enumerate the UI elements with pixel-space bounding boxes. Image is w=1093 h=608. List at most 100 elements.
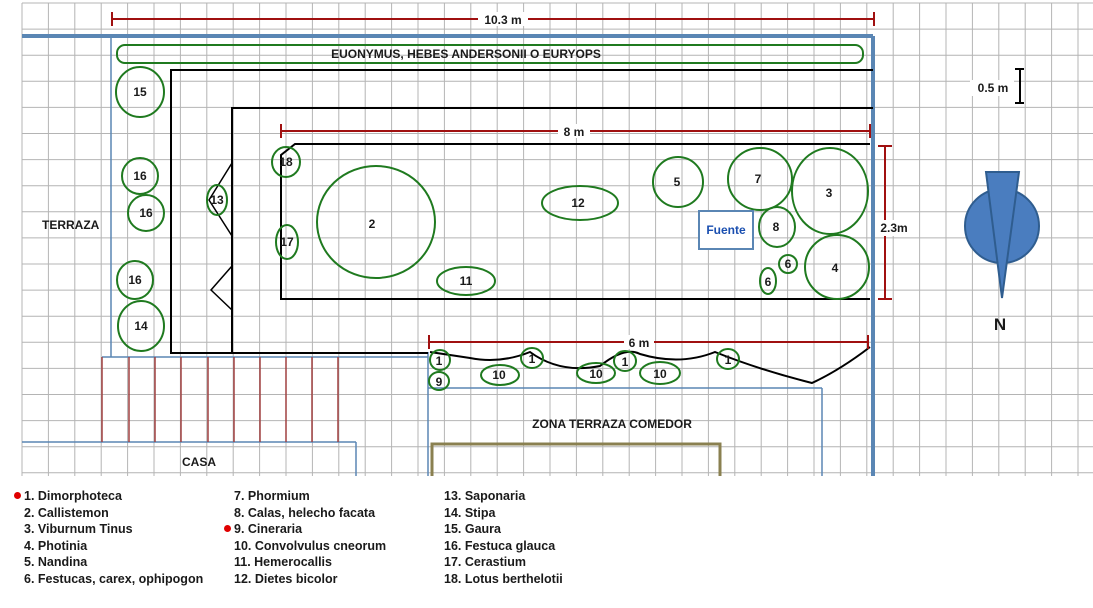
plant-label-2: 2 <box>369 217 376 231</box>
plant-label-12: 12 <box>571 196 585 210</box>
zone-labels: TERRAZA CASA ZONA TERRAZA COMEDOR <box>42 218 692 469</box>
legend-item: 17. Cerastium <box>444 555 526 569</box>
plant-1-a <box>429 349 451 371</box>
plant-label-1-d: 1 <box>725 353 732 367</box>
plant-label-13: 13 <box>210 193 224 207</box>
legend-item: 1. Dimorphoteca <box>14 488 203 505</box>
legend-item: 15. Gaura <box>444 522 501 536</box>
plant-12 <box>541 185 619 221</box>
plant-18 <box>271 146 301 178</box>
plant-label-8: 8 <box>773 220 780 234</box>
plant-label-15: 15 <box>133 85 147 99</box>
depth-label: 2.3m <box>880 221 907 235</box>
plant-10-b <box>576 362 616 384</box>
plant-10-c <box>639 361 681 385</box>
legend-item: 18. Lotus berthelotii <box>444 571 563 586</box>
legend-item: 14. Stipa <box>444 505 496 520</box>
plants: 15 16 16 16 14 13 18 17 2 11 12 5 7 3 8 … <box>115 66 870 391</box>
plant-label-6-b: 6 <box>765 275 772 289</box>
fountain-label: Fuente <box>706 223 746 237</box>
legend-item: 10. Convolvulus cneorum <box>234 538 387 553</box>
plant-5 <box>652 156 704 208</box>
planting-beds <box>170 69 873 385</box>
plant-label-17: 17 <box>280 235 294 249</box>
legend-col-1: 1. Dimorphoteca 2. Callistemon 3. Viburn… <box>14 488 204 587</box>
plant-2 <box>316 165 436 279</box>
hedge: EUONYMUS, HEBES ANDERSONII O EURYOPS <box>116 44 864 64</box>
plant-label-9: 9 <box>436 375 443 389</box>
plant-17 <box>275 224 299 260</box>
scale-label: 0.5 m <box>978 81 1009 95</box>
plant-label-14: 14 <box>134 319 148 333</box>
inner-width-label: 8 m <box>564 125 585 139</box>
garden-plan: EUONYMUS, HEBES ANDERSONII O EURYOPS 15 … <box>21 2 1093 476</box>
north-arrow <box>984 171 1021 299</box>
plant-label-3: 3 <box>826 186 833 200</box>
fountain: Fuente <box>698 210 754 250</box>
plant-4 <box>804 234 870 300</box>
legend-item: 12. Dietes bicolor <box>234 571 338 586</box>
red-marker-icon <box>224 525 231 532</box>
legend-item: 7. Phormium <box>234 489 310 503</box>
legend-item: 16. Festuca glauca <box>444 538 556 553</box>
deck-stairs <box>101 356 428 442</box>
plant-1-b <box>520 347 544 369</box>
scale-bar: 0.5 m <box>970 68 1024 104</box>
plant-16-a <box>121 157 159 195</box>
plant-10-a <box>480 364 520 386</box>
plant-6-b <box>759 267 777 295</box>
legend-item: 11. Hemerocallis <box>234 555 332 569</box>
plant-label-11: 11 <box>460 274 473 288</box>
plant-8 <box>758 206 796 248</box>
front-bed-edge <box>429 346 871 385</box>
plant-label-1-a: 1 <box>436 354 443 368</box>
legend-item: 8. Calas, helecho facata <box>234 505 376 520</box>
plant-label-5: 5 <box>674 175 681 189</box>
plant-label-10-b: 10 <box>589 367 603 381</box>
plant-3 <box>791 147 869 235</box>
red-marker-icon <box>14 492 21 499</box>
plant-label-10-c: 10 <box>653 367 667 381</box>
plant-label-7: 7 <box>755 172 762 186</box>
legend-item: 2. Callistemon <box>24 505 109 520</box>
plant-label-16-b: 16 <box>139 206 153 220</box>
legend-col-3: 13. Saponaria 14. Stipa 15. Gaura 16. Fe… <box>444 488 563 587</box>
plant-label-18: 18 <box>279 155 293 169</box>
dining-table-outline <box>430 442 722 476</box>
plant-6-a <box>778 254 798 274</box>
terraza-label: TERRAZA <box>42 218 100 232</box>
plant-16-b <box>127 194 165 232</box>
legend-item: 5. Nandina <box>24 555 88 569</box>
plant-label-6-a: 6 <box>785 257 792 271</box>
plant-11 <box>436 266 496 296</box>
saponaria-steps <box>208 162 233 237</box>
step-lower <box>209 265 233 311</box>
legend-item: 4. Photinia <box>24 538 88 553</box>
middle-bed <box>231 107 873 353</box>
inner-bed <box>280 143 870 300</box>
fountain-outline <box>698 210 754 250</box>
legend-item: 13. Saponaria <box>444 489 526 503</box>
plant-label-10-a: 10 <box>492 368 506 382</box>
hedge-outline <box>116 44 864 64</box>
casa-label: CASA <box>182 455 216 469</box>
compass-rose: N <box>964 171 1040 334</box>
plant-label-1-c: 1 <box>622 355 629 369</box>
hedge-label: EUONYMUS, HEBES ANDERSONII O EURYOPS <box>331 47 601 61</box>
plant-14 <box>117 300 165 352</box>
front-width-label: 6 m <box>629 336 650 350</box>
dimension-labels: 10.3 m 8 m 6 m 2.3m <box>478 12 912 350</box>
comedor-label: ZONA TERRAZA COMEDOR <box>532 417 692 431</box>
plant-1-d <box>716 348 740 370</box>
legend-item: 9. Cineraria <box>224 521 386 538</box>
plant-1-c <box>613 350 637 372</box>
legend-col-2: 7. Phormium 8. Calas, helecho facata 9. … <box>224 488 387 587</box>
plant-7 <box>727 147 793 211</box>
north-label: N <box>994 315 1006 334</box>
plant-label-16-c: 16 <box>128 273 142 287</box>
total-width-label: 10.3 m <box>484 13 521 27</box>
outer-bed <box>170 69 873 354</box>
plant-13 <box>206 184 228 216</box>
legend-item: 6. Festucas, carex, ophipogon <box>24 571 204 586</box>
plant-15 <box>115 66 165 118</box>
